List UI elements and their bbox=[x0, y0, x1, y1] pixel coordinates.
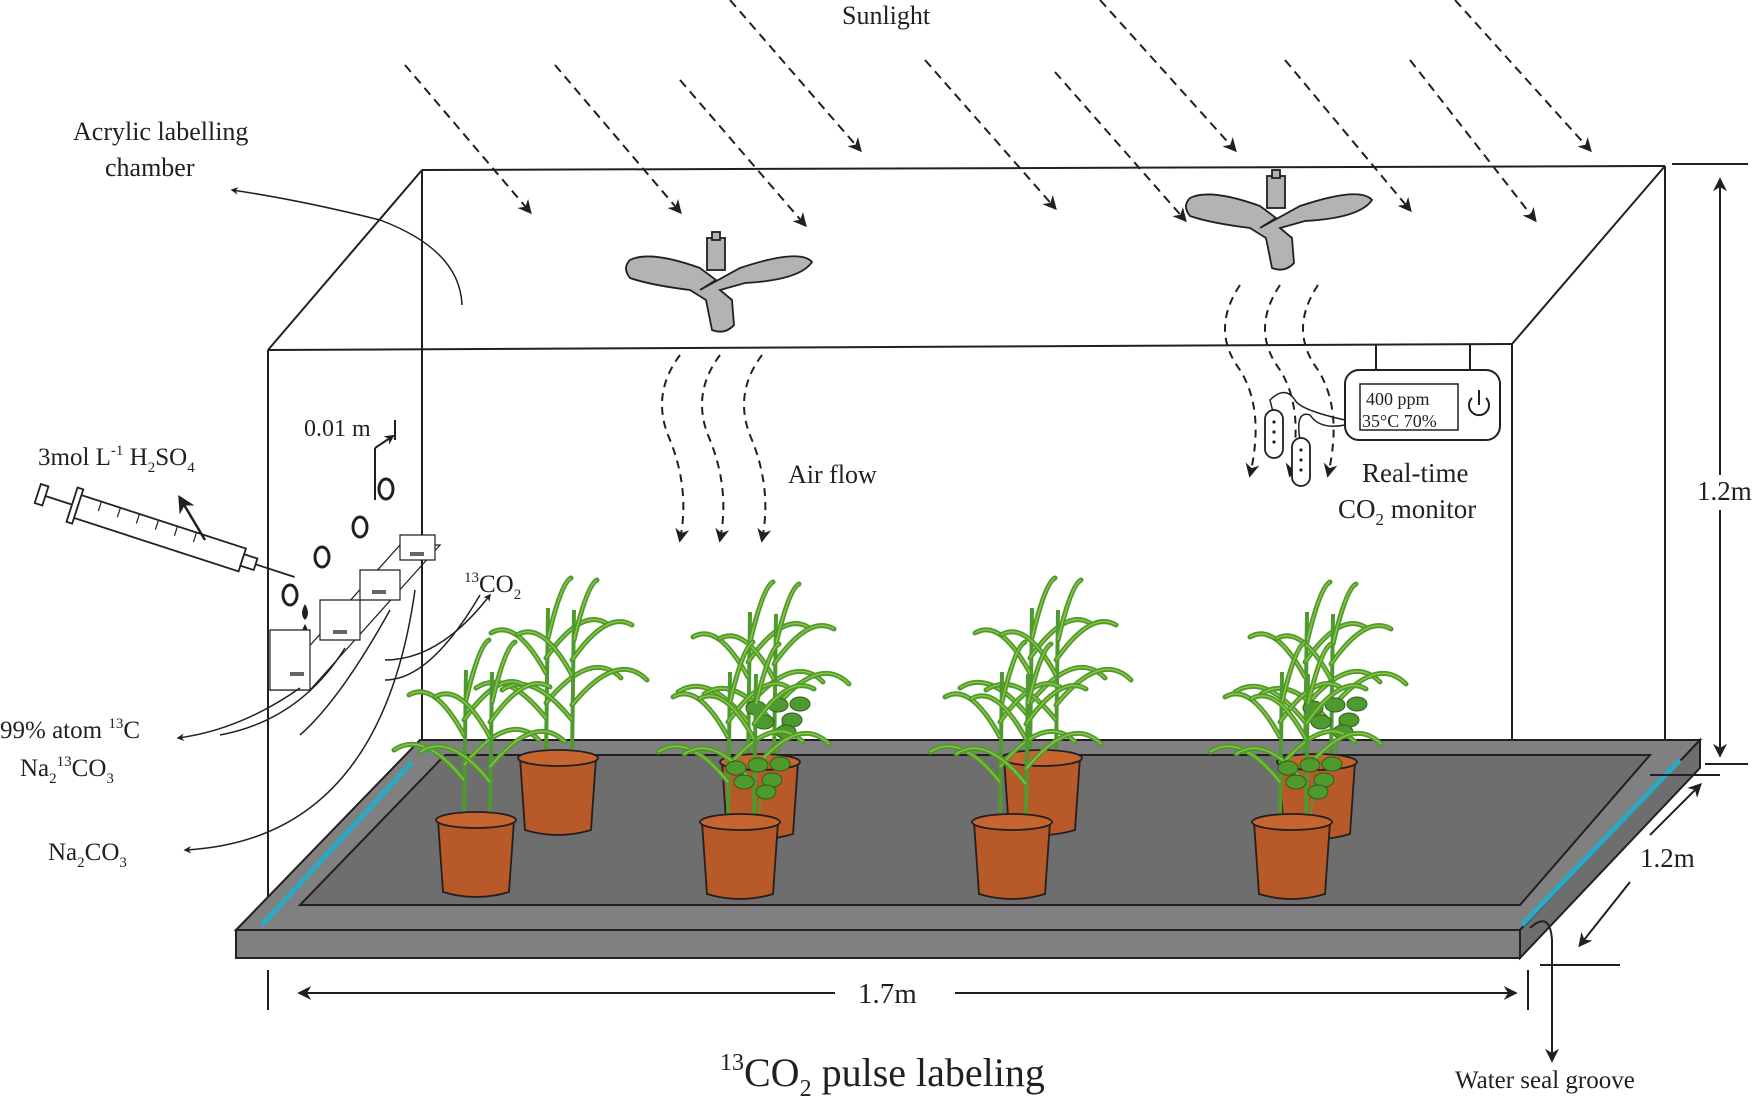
monitor-label-line2: CO2 monitor bbox=[1338, 494, 1476, 529]
fan-right bbox=[1185, 169, 1374, 271]
sun-ray bbox=[924, 59, 1057, 211]
bubble bbox=[313, 545, 331, 569]
plant-pot bbox=[957, 575, 1134, 836]
sunlight-rays bbox=[404, 0, 1592, 228]
depth-label: 1.2m bbox=[1640, 843, 1695, 873]
na13co3-line bbox=[299, 609, 391, 736]
sun-ray bbox=[404, 64, 532, 215]
air-flow-arrow bbox=[743, 354, 772, 543]
bubble bbox=[351, 515, 369, 539]
na2co3-label: Na2CO3 bbox=[48, 839, 127, 871]
syringe-thumb bbox=[33, 482, 50, 507]
fan-hub bbox=[1266, 175, 1286, 209]
acid-label: 3mol L-1 H2SO4 bbox=[38, 443, 195, 476]
water-channel-right bbox=[1520, 758, 1682, 927]
power-icon bbox=[1468, 390, 1490, 417]
sun-ray bbox=[1284, 59, 1412, 213]
air-flow-arrows bbox=[661, 284, 1338, 543]
plants bbox=[391, 575, 1409, 900]
sensor-probe bbox=[1291, 437, 1311, 487]
scale-bar bbox=[374, 420, 396, 500]
monitor-display bbox=[1359, 383, 1459, 431]
display-environment: 35°C 70% bbox=[1362, 411, 1437, 431]
plant-pot bbox=[391, 637, 568, 898]
acrylic-chamber bbox=[267, 165, 1666, 930]
cup bbox=[399, 534, 436, 561]
diagram-title: 13CO2 pulse labeling bbox=[720, 1050, 1045, 1102]
syringe-tip bbox=[239, 553, 259, 572]
fan-cap bbox=[711, 231, 721, 241]
co2-arrow bbox=[384, 593, 491, 661]
syringe-barrel bbox=[70, 493, 248, 573]
sun-ray bbox=[1054, 71, 1187, 223]
height-dimension bbox=[1672, 163, 1748, 765]
air-flow-label: Air flow bbox=[788, 460, 877, 489]
fan-cap bbox=[1271, 169, 1281, 179]
reaction-cups bbox=[268, 534, 442, 691]
co2-monitor: 400 ppm 35°C 70% bbox=[1264, 344, 1501, 487]
plant-pot bbox=[1207, 639, 1384, 900]
sun-ray bbox=[729, 0, 862, 153]
sensor-cable bbox=[1269, 391, 1346, 441]
syringe-plunger bbox=[45, 495, 77, 507]
sunlight-label: Sunlight bbox=[842, 1, 931, 30]
width-dimension bbox=[267, 970, 1529, 1010]
air-flow-arrow bbox=[1264, 284, 1300, 478]
na2co3-arrow bbox=[183, 589, 416, 854]
fan-blades bbox=[625, 255, 814, 333]
chamber-top-back bbox=[421, 165, 1666, 171]
fan-blades bbox=[1185, 193, 1374, 271]
air-flow-arrow bbox=[1302, 284, 1338, 478]
bubble bbox=[281, 583, 299, 607]
scale-label: 0.01 m bbox=[304, 416, 371, 442]
atom-label: 99% atom 13C bbox=[0, 716, 140, 744]
chamber-pointer bbox=[230, 187, 463, 306]
air-flow-arrow bbox=[701, 354, 730, 543]
fan-left bbox=[625, 231, 814, 333]
na13co3-arrow bbox=[176, 687, 301, 741]
syringe-flange bbox=[65, 486, 85, 525]
bubble bbox=[377, 477, 395, 501]
syringe-needle bbox=[255, 563, 295, 578]
fan-hub bbox=[706, 237, 726, 271]
water-seal-channel bbox=[260, 758, 1682, 927]
cup bbox=[359, 569, 401, 601]
air-flow-arrow bbox=[1224, 284, 1260, 478]
syringe bbox=[33, 482, 295, 578]
height-label: 1.2m bbox=[1697, 476, 1752, 506]
sensor-holes bbox=[1272, 420, 1303, 472]
chamber-label-line1: Acrylic labelling bbox=[73, 117, 248, 146]
sun-ray bbox=[679, 79, 807, 228]
plant-pot bbox=[1232, 579, 1409, 840]
sensor-probe bbox=[1264, 409, 1284, 459]
cup bbox=[269, 629, 311, 691]
display-ppm: 400 ppm bbox=[1366, 389, 1430, 409]
acid-pointer bbox=[178, 494, 207, 541]
plant-pot bbox=[655, 639, 832, 900]
monitor-label-line1: Real-time bbox=[1362, 458, 1468, 488]
water-seal-arrow bbox=[1529, 920, 1559, 1063]
plant-pot bbox=[473, 575, 650, 836]
depth-dimension bbox=[1540, 774, 1720, 966]
na13co3-label: Na213CO3 bbox=[20, 754, 114, 787]
chamber-top-right bbox=[1511, 165, 1666, 345]
sun-ray bbox=[1099, 0, 1237, 153]
plant-pot bbox=[927, 639, 1104, 900]
chamber-top-left bbox=[267, 169, 423, 351]
co2-bubbles bbox=[281, 477, 395, 607]
chamber-label-line2: chamber bbox=[105, 153, 195, 182]
air-flow-arrow bbox=[661, 354, 690, 543]
na13co3-line bbox=[219, 647, 346, 736]
sun-ray bbox=[1454, 0, 1592, 153]
tray-front bbox=[235, 929, 1521, 959]
co2-label: 13CO2 bbox=[464, 570, 521, 603]
water-seal-label: Water seal groove bbox=[1455, 1067, 1635, 1094]
width-label: 1.7m bbox=[858, 978, 917, 1010]
sun-ray bbox=[554, 64, 682, 215]
sun-ray bbox=[1409, 59, 1537, 223]
chamber-top-front bbox=[267, 343, 1513, 351]
water-channel-left bbox=[260, 760, 414, 927]
